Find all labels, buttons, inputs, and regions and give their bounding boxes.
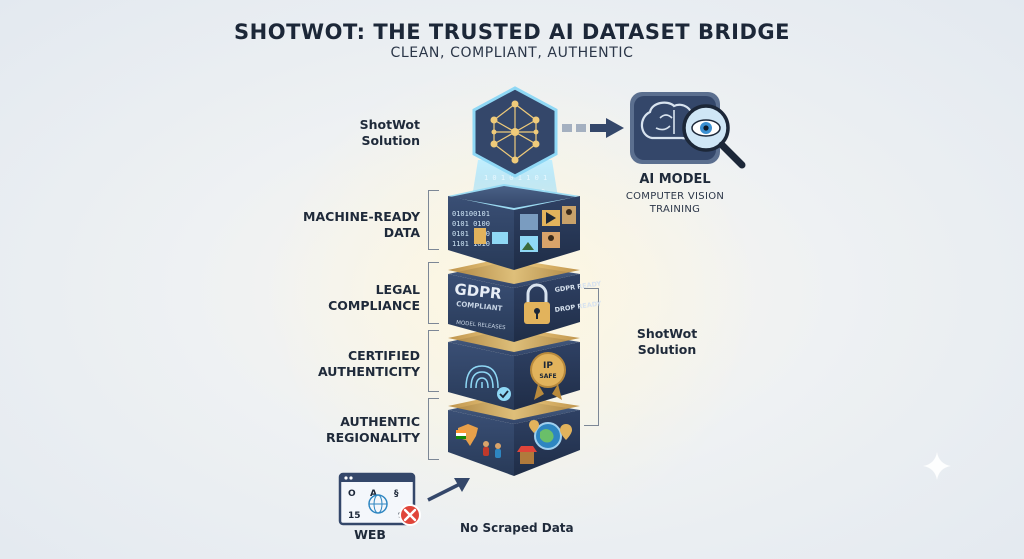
ai-model-subtitle: COMPUTER VISION TRAINING [625, 191, 725, 215]
flag-icon [456, 430, 466, 439]
media-grid-icons [520, 206, 576, 252]
svg-text:A: A [370, 489, 377, 499]
file-icon [474, 228, 486, 244]
svg-text:010100101: 010100101 [452, 210, 490, 218]
image-icon [492, 232, 508, 244]
market-stall-icon [520, 452, 534, 464]
svg-text:§: § [394, 489, 399, 499]
svg-text:15: 15 [348, 511, 361, 521]
network-hexagon-icon [472, 86, 558, 178]
map-india-icon [458, 424, 478, 446]
binary-code-text: 010100101 0101 0100 0101 1010 1101 1010 [452, 210, 490, 248]
ip-safe-seal-icon: IP SAFE [530, 352, 566, 400]
label-machine-ready-data: MACHINE-READY DATA [303, 209, 420, 240]
verified-check-icon [497, 387, 511, 401]
sparkle-icon [923, 452, 951, 480]
location-pin-icons [529, 420, 572, 440]
bracket-certified [428, 330, 439, 392]
page-subtitle: CLEAN, COMPLIANT, AUTHENTIC [390, 45, 634, 61]
svg-text:IP: IP [543, 361, 553, 371]
svg-text:1101 1010: 1101 1010 [452, 240, 490, 248]
bracket-regionality [428, 398, 439, 460]
error-x-icon [399, 504, 421, 526]
gdpr-text: GDPR [454, 280, 503, 303]
page-title: SHOTWOT: THE TRUSTED AI DATASET BRIDGE [234, 20, 790, 44]
model-releases-text: MODEL RELEASES [456, 320, 507, 331]
padlock-icon [524, 283, 550, 324]
label-certified-authenticity: CERTIFIED AUTHENTICITY [317, 348, 420, 379]
bracket-right-solution [584, 288, 599, 426]
label-shotwot-solution-right: ShotWot Solution [636, 326, 698, 357]
play-icon [546, 212, 556, 224]
bracket-machine-ready [428, 190, 439, 250]
web-label: WEB [354, 527, 386, 542]
bracket-legal [428, 262, 439, 324]
label-authentic-regionality: AUTHENTIC REGIONALITY [325, 414, 420, 445]
layer-machine-ready-block: 010100101 0101 0100 0101 1010 1101 1010 [448, 184, 580, 270]
svg-text:1 0 1 0 1 1 0 1: 1 0 1 0 1 1 0 1 [484, 174, 547, 182]
fingerprint-icon [465, 365, 499, 389]
svg-text:0101 0100: 0101 0100 [452, 220, 490, 228]
people-icons [483, 441, 501, 458]
label-shotwot-solution-top: ShotWot Solution [359, 117, 420, 148]
svg-text:0101 1010: 0101 1010 [452, 230, 490, 238]
label-legal-compliance: LEGAL COMPLIANCE [328, 282, 420, 313]
arrow-to-ai-model [562, 118, 624, 138]
svg-text:SAFE: SAFE [539, 373, 556, 380]
svg-text:O: O [348, 489, 356, 499]
no-scraped-data-label: No Scraped Data [460, 521, 574, 535]
ai-brain-magnifier-icon [630, 92, 746, 169]
ai-model-title: AI MODEL [639, 172, 711, 187]
gold-divider-1 [448, 258, 580, 284]
arrow-from-web [427, 478, 470, 502]
